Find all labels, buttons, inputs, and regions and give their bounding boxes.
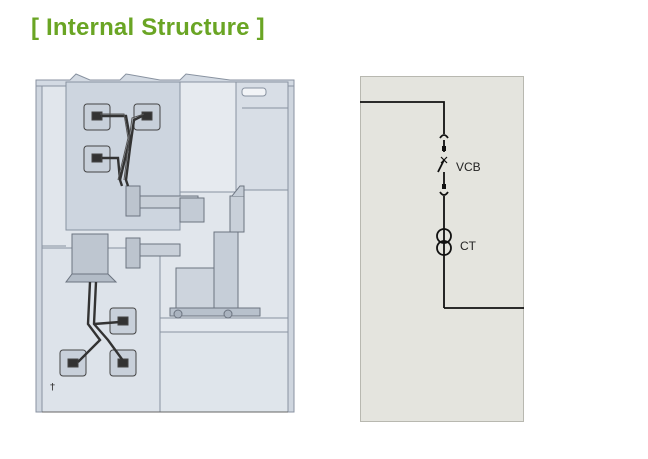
vcb-contact <box>437 159 445 173</box>
page-title: [ Internal Structure ] <box>31 14 265 41</box>
single-line-diagram: VCB CT <box>360 76 524 422</box>
cabinet-mark: † <box>50 382 55 393</box>
vcb-label: VCB <box>456 160 481 174</box>
lower-conductors <box>77 281 125 363</box>
vcb-truck <box>125 185 261 319</box>
ct-housing <box>71 233 109 275</box>
switchgear-cabinet-drawing: † <box>35 73 295 413</box>
sld-panel <box>360 76 524 422</box>
incoming-bus-line <box>360 101 445 134</box>
busbar-boxes <box>83 103 161 173</box>
lv-compartment <box>235 81 289 191</box>
ct-label: CT <box>460 239 477 253</box>
cable-boxes <box>59 307 137 377</box>
upper-conductors-outline <box>100 113 145 181</box>
